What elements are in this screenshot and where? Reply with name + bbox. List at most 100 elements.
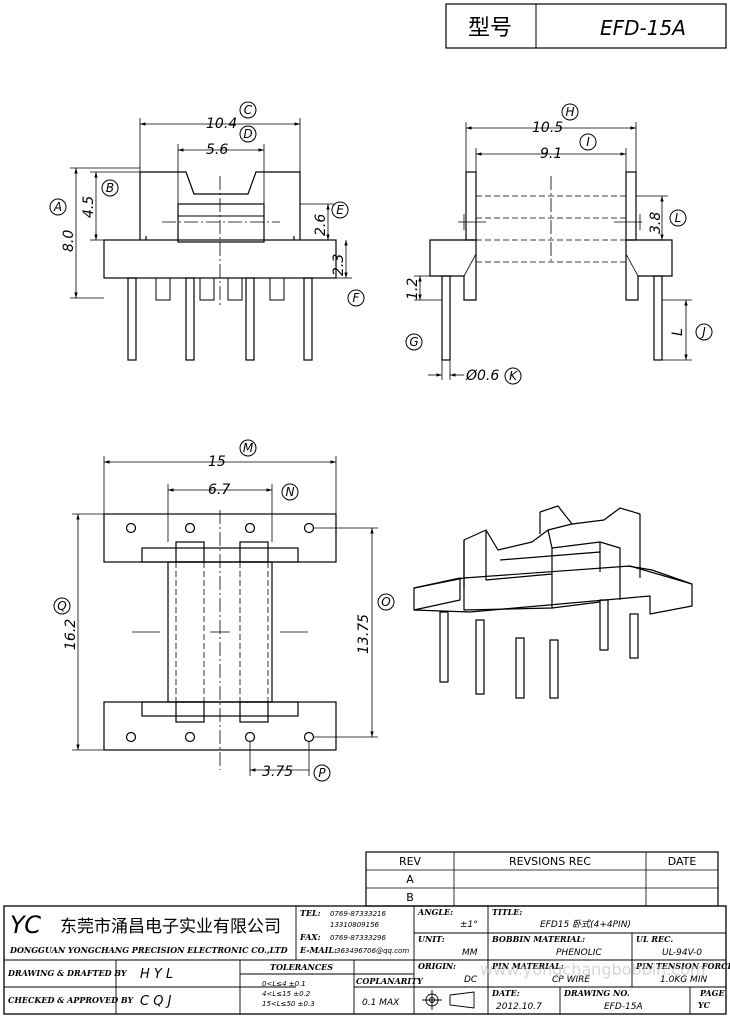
dim-L-value: 3.8 — [648, 212, 664, 234]
svg-text:O: O — [381, 595, 390, 609]
dim-F-value: 2.3 — [331, 254, 347, 276]
origin-label: ORIGIN: — [418, 961, 456, 971]
svg-text:K: K — [509, 369, 518, 383]
dim-K-value: Ø0.6 — [465, 368, 499, 384]
svg-text:N: N — [286, 485, 295, 499]
bottom-dimensions — [72, 456, 378, 776]
front-dimensions — [70, 118, 352, 299]
company-en: DONGGUAN YONGCHANG PRECISION ELECTRONIC … — [9, 945, 288, 955]
dim-Q-value: 16.2 — [63, 619, 79, 650]
front-view — [103, 171, 337, 361]
date-value: 2012.10.7 — [496, 1002, 542, 1012]
dim-H-value: 10.5 — [532, 120, 563, 136]
watermark: www.yongchangbobbin.com — [480, 960, 706, 979]
tol-1: 0<L≤4 ±0.1 — [262, 980, 306, 988]
title-value: EFD15 卧式(4+4PIN) — [540, 919, 631, 930]
side-dimensions — [414, 122, 692, 380]
model-header: 型号 EFD-15A — [445, 3, 727, 49]
rev-row-b: B — [406, 891, 414, 904]
dim-G-value: 1.2 — [405, 278, 421, 300]
rev-row-a: A — [406, 873, 414, 886]
unit-label: UNIT: — [418, 934, 445, 944]
isometric-view — [413, 505, 693, 699]
bottom-view — [103, 510, 337, 770]
model-label: 型号 — [468, 16, 512, 41]
checked-value: C Q J — [140, 994, 172, 1009]
tol-2: 4<L≤15 ±0.2 — [262, 990, 311, 998]
callout-D: D — [239, 125, 257, 143]
revision-text: REV REVSIONS REC DATE A B — [399, 855, 696, 904]
coplanarity-label: COPLANARITY — [356, 976, 424, 986]
model-value: EFD-15A — [600, 16, 686, 40]
drawing-no-label: DRAWING NO. — [563, 988, 630, 998]
tel-2: 13310809156 — [330, 921, 380, 929]
projection-symbol-icon — [422, 990, 475, 1010]
callout-E: E — [331, 201, 349, 219]
dim-P-value: 3.75 — [262, 764, 293, 780]
svg-text:Q: Q — [57, 599, 66, 613]
dim-E-value: 2.6 — [313, 214, 329, 236]
dim-I-value: 9.1 — [540, 146, 562, 162]
dim-A-value: 8.0 — [61, 230, 77, 252]
callout-B: B — [101, 179, 119, 197]
dim-M-value: 15 — [208, 454, 226, 470]
pin-material-label: PIN MATERIAL: — [491, 961, 564, 971]
page-label: PAGE — [699, 988, 725, 998]
tolerances-label: TOLERANCES — [270, 962, 333, 972]
callout-A: A — [49, 198, 67, 216]
revisions-header: REVSIONS REC — [509, 855, 591, 868]
coplanarity-value: 0.1 MAX — [362, 998, 400, 1008]
drawing-no-value: EFD-15A — [604, 1002, 643, 1012]
date-label: DATE: — [491, 988, 520, 998]
company-cn: 东莞市涌昌电子实业有限公司 — [60, 917, 281, 937]
title-label: TITLE: — [492, 907, 522, 917]
callout-H: H — [561, 103, 579, 121]
callout-M: M — [239, 439, 257, 457]
pin-material-value: CP WIRE — [552, 975, 590, 985]
callout-J: J — [695, 323, 713, 341]
dim-J-value: L — [670, 328, 686, 336]
callout-F: F — [347, 289, 365, 307]
svg-text:E: E — [336, 203, 344, 217]
tol-3: 15<L≤50 ±0.3 — [262, 1000, 315, 1008]
callout-O: O — [377, 593, 395, 611]
pin-tension-value: 1.0KG MIN — [660, 975, 707, 985]
side-dim-labels: 10.5 9.1 3.8 1.2 Ø0.6 L — [405, 120, 686, 384]
callout-G: G — [405, 333, 423, 351]
svg-text:D: D — [243, 127, 252, 141]
tel-1: 0769-87333216 — [330, 910, 387, 918]
svg-text:H: H — [565, 105, 574, 119]
callout-K: K — [504, 367, 522, 385]
email-label: E-MAIL: — [299, 945, 337, 955]
svg-text:J: J — [700, 325, 706, 339]
bobbin-material-label: BOBBIN MATERIAL: — [491, 934, 585, 944]
ul-rec-value: UL-94V-0 — [662, 948, 702, 958]
callout-circles: A B C D E F G H I J K L M N O P Q — [49, 101, 713, 782]
page-value: YC — [698, 1000, 711, 1010]
origin-value: DC — [464, 975, 478, 985]
svg-text:G: G — [409, 335, 418, 349]
svg-text:C: C — [244, 103, 253, 117]
side-view — [429, 171, 673, 361]
svg-text:P: P — [318, 766, 326, 780]
title-block-grid — [3, 905, 727, 1015]
pin-tension-label: PIN TENSION FORCE — [635, 961, 730, 971]
email: 363496706@qq.com — [336, 947, 409, 955]
svg-text:B: B — [106, 181, 114, 195]
svg-text:L: L — [675, 211, 682, 225]
unit-value: MM — [462, 948, 478, 958]
ul-rec-label: UL REC. — [636, 934, 673, 944]
svg-text:F: F — [353, 291, 361, 305]
dim-D-value: 5.6 — [206, 142, 228, 158]
tel-label: TEL: — [300, 908, 321, 918]
callout-I: I — [579, 133, 597, 151]
title-block-text: YC 东莞市涌昌电子实业有限公司 DONGGUAN YONGCHANG PREC… — [7, 907, 730, 1012]
dim-N-value: 6.7 — [208, 482, 230, 498]
dim-C-value: 10.4 — [206, 116, 237, 132]
bottom-dim-labels: 15 6.7 16.2 13.75 3.75 — [63, 454, 372, 780]
angle-label: ANGLE: — [417, 907, 453, 917]
fax-label: FAX: — [299, 932, 321, 942]
date-header: DATE — [668, 855, 697, 868]
callout-P: P — [313, 764, 331, 782]
drawn-label: DRAWING & DRAFTED BY — [7, 968, 128, 978]
